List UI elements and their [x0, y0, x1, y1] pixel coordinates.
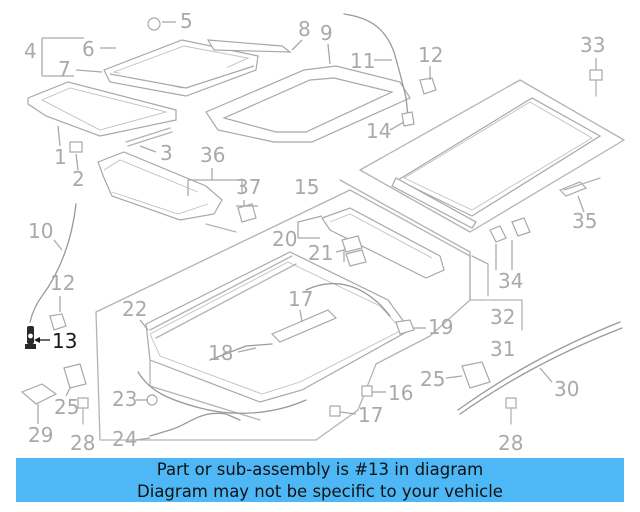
callout-10: 10 — [28, 219, 53, 243]
glass-panel-group — [27, 39, 411, 221]
callout-25: 24 — [112, 427, 137, 451]
callout-9: 9 — [320, 21, 333, 45]
small-parts — [20, 17, 603, 425]
callout-12-left: 12 — [50, 271, 75, 295]
callout-31: 31 — [490, 337, 515, 361]
callout-3: 3 — [160, 141, 173, 165]
callout-1: 1 — [54, 145, 67, 169]
callout-26: 25 — [54, 395, 79, 419]
callout-11: 11 — [350, 49, 375, 73]
callout-13[interactable]: 13 — [52, 329, 77, 353]
callout-2: 2 — [72, 167, 85, 191]
drain-hose-rear — [343, 13, 409, 117]
sunroof-frame-group — [95, 189, 471, 441]
part-13-clip[interactable] — [25, 326, 36, 349]
callout-14: 14 — [366, 119, 391, 143]
callout-8: 8 — [298, 17, 311, 41]
callout-16: 16 — [388, 381, 413, 405]
callout-37: 37 — [236, 175, 261, 199]
callout-30: 30 — [554, 377, 579, 401]
callout-24: 23 — [112, 387, 137, 411]
callout-19: 18 — [208, 341, 233, 365]
callout-17: 17 — [358, 403, 383, 427]
callout-4: 4 — [24, 39, 37, 63]
callout-20: 19 — [428, 315, 453, 339]
callout-15: 15 — [294, 175, 319, 199]
callout-7: 7 — [58, 57, 71, 81]
sunshade-group — [339, 79, 625, 331]
callout-18: 17 — [288, 287, 313, 311]
info-banner: Part or sub-assembly is #13 in diagram D… — [16, 458, 624, 502]
callout-23: 22 — [122, 297, 147, 321]
callout-32: 33 — [580, 33, 605, 57]
callout-28-right: 28 — [498, 431, 523, 455]
banner-line-2: Diagram may not be specific to your vehi… — [137, 482, 503, 501]
callout-33: 32 — [490, 305, 515, 329]
drain-hose-front — [29, 203, 77, 323]
callout-5: 5 — [180, 9, 193, 33]
callout-34: 34 — [498, 269, 523, 293]
callout-22: 21 — [308, 241, 333, 265]
callout-21: 20 — [272, 227, 297, 251]
callout-36: 36 — [200, 143, 225, 167]
callout-12-top: 12 — [418, 43, 443, 67]
banner-line-1: Part or sub-assembly is #13 in diagram — [156, 460, 484, 479]
callout-28-left: 28 — [70, 431, 95, 455]
callout-35: 35 — [572, 209, 597, 233]
callout-27: 25 — [420, 367, 445, 391]
callout-6: 6 — [82, 37, 95, 61]
callout-29: 29 — [28, 423, 53, 447]
drain-hose-30 — [457, 321, 621, 411]
